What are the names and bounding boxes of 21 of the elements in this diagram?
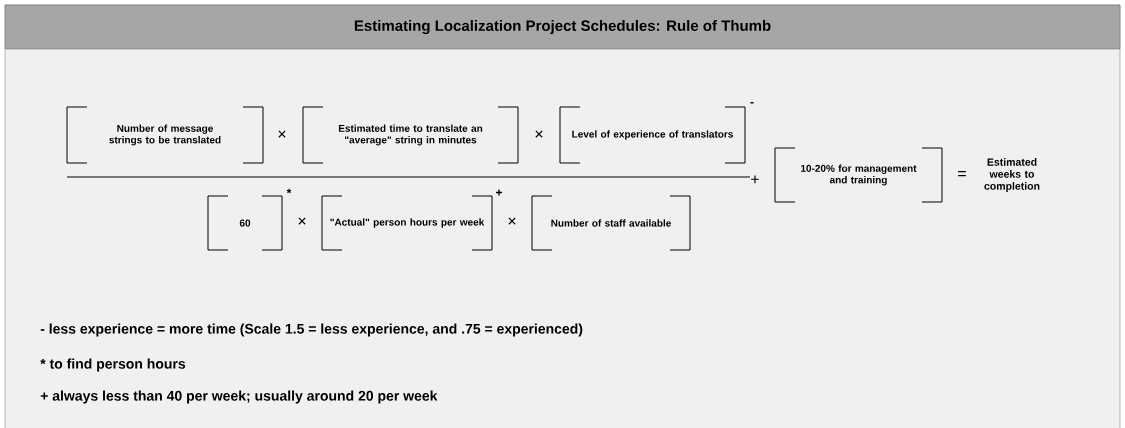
- superscript-mark: +: [496, 189, 503, 196]
- bracket-box: Number of staff available: [531, 195, 691, 251]
- operator-sign: ×: [535, 130, 543, 138]
- bracket-box: "Actual" person hours per week: [321, 195, 493, 251]
- operator-sign: ×: [278, 130, 286, 138]
- bracket-box: Level of experience of translators: [559, 106, 746, 164]
- operator-sign: ×: [508, 217, 516, 225]
- superscript-mark: -: [750, 102, 754, 104]
- title-bar: Estimating Localization Project Schedules: Rule of Thumb: [4, 4, 1121, 50]
- operator-sign: =: [958, 171, 966, 177]
- note-text: + always less than 40 per week; usually around 20 per week: [40, 390, 438, 404]
- bracket-box: Estimated time to translate an "average" string in minutes: [302, 106, 519, 164]
- note-text: * to find person hours: [40, 358, 186, 372]
- bracket-box: Number of message strings to be translated: [66, 106, 264, 164]
- bracket-box: 60: [207, 195, 283, 251]
- superscript-mark: *: [286, 188, 292, 194]
- bracket-box: 10-20% for management and training: [774, 147, 943, 203]
- operator-sign: +: [751, 175, 759, 184]
- operator-sign: ×: [298, 217, 306, 225]
- note-text: - less experience = more time (Scale 1.5 = less experience, and .75 = experienced): [40, 323, 583, 337]
- result-text: Estimated weeks to completion: [984, 158, 1040, 192]
